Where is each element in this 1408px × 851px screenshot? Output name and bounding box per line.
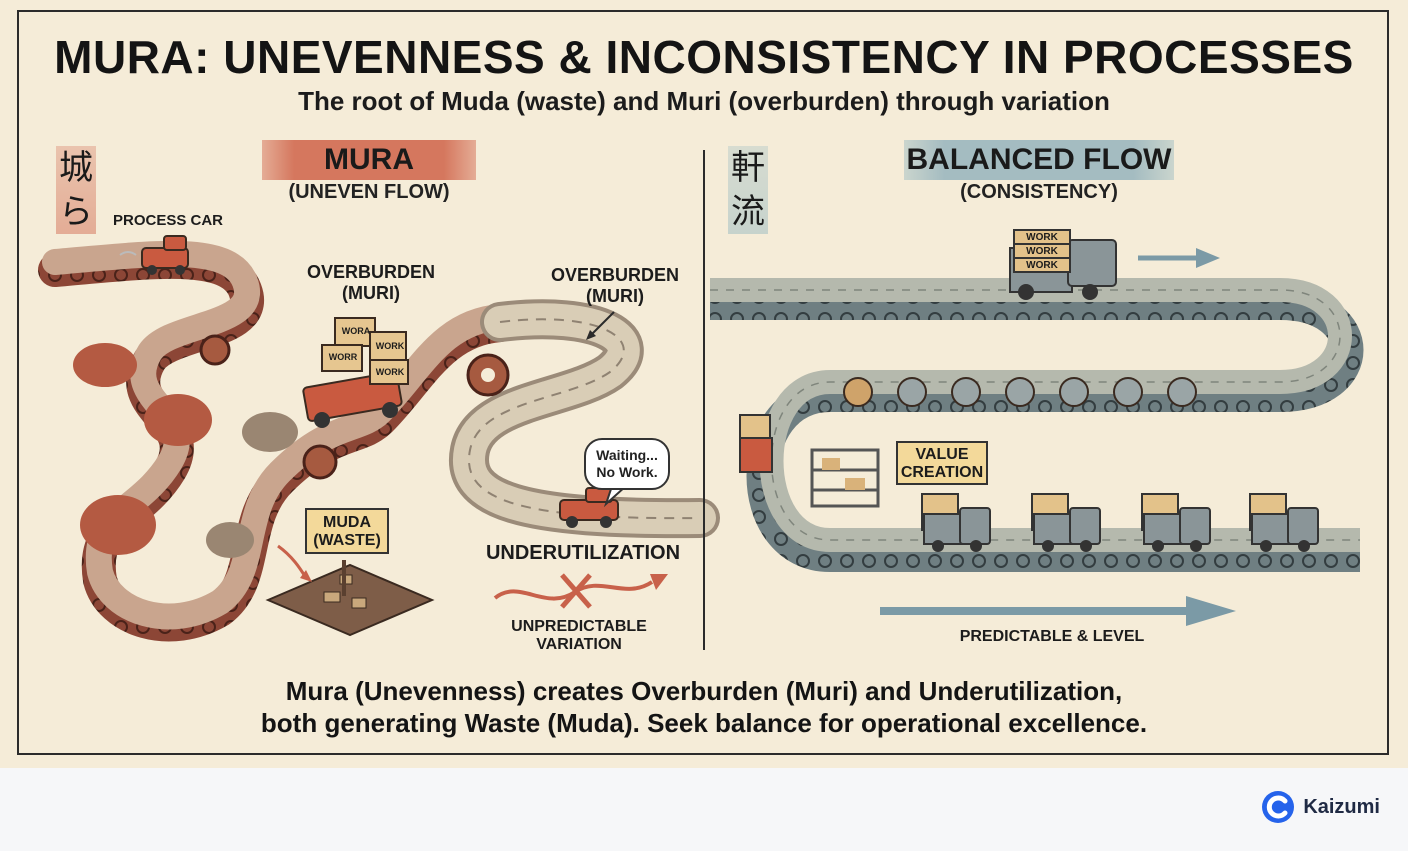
truck-box-label: WORR <box>328 352 358 362</box>
page-title: MURA: UNEVENNESS & INCONSISTENCY IN PROC… <box>54 31 1354 83</box>
truck-box-label: WORK <box>375 367 405 377</box>
kanji-seal-right: 軒 流 <box>728 146 768 234</box>
muda-sign-line: MUDA <box>323 514 371 531</box>
predictable-level-label: PREDICTABLE & LEVEL <box>959 628 1145 645</box>
side-truck-icon <box>739 414 773 473</box>
mura-banner: MURA <box>262 140 476 180</box>
value-sign-line: CREATION <box>900 463 984 481</box>
illustration <box>38 229 1364 642</box>
overburden-label-line: OVERBURDEN <box>550 265 679 285</box>
bubble-line: Waiting... <box>596 447 658 464</box>
value-sign-line: VALUE <box>915 446 969 463</box>
uneven-conveyor <box>38 240 720 642</box>
overloaded-truck-icon <box>302 317 409 428</box>
kanji-char: 流 <box>731 192 765 232</box>
balanced-conveyor <box>710 248 1364 626</box>
muda-sign-line: (WASTE) <box>313 531 381 549</box>
caption-line: Mura (Unevenness) creates Overburden (Mu… <box>285 676 1123 706</box>
variation-label-line: VARIATION <box>536 636 622 654</box>
small-car-icon <box>559 487 619 528</box>
bubble-line: No Work. <box>596 464 658 480</box>
kaizumi-logo-icon <box>1262 791 1295 823</box>
center-divider <box>703 150 705 650</box>
kanji-char: 城 <box>59 148 93 188</box>
poster: MURA: UNEVENNESS & INCONSISTENCY IN PROC… <box>0 0 1408 768</box>
process-car-icon <box>119 235 189 275</box>
kanji-seal-left: 城 ら <box>56 146 96 234</box>
mura-banner-sub: (UNEVEN FLOW) <box>288 181 450 203</box>
truck-box-label: WORK <box>1026 260 1058 271</box>
work-truck-icon <box>1009 229 1117 300</box>
page-subtitle: The root of Muda (waste) and Muri (overb… <box>298 86 1110 116</box>
balanced-flow-banner-sub: (CONSISTENCY) <box>960 181 1118 203</box>
kanji-char: 軒 <box>731 148 765 188</box>
footer-caption: Mura (Unevenness) creates Overburden (Mu… <box>0 676 1408 739</box>
balanced-flow-banner: BALANCED FLOW <box>904 140 1174 180</box>
underutilization-label: UNDERUTILIZATION <box>485 542 681 564</box>
footer-bar <box>0 768 1408 851</box>
overburden-label-line: (MURI) <box>586 285 644 306</box>
truck-box-label: WORK <box>1026 232 1058 243</box>
variation-label-line: UNPREDICTABLE <box>511 618 647 635</box>
overburden-label-line: (MURI) <box>342 282 400 303</box>
process-car-label: PROCESS CAR <box>112 212 224 229</box>
truck-box-label: WORK <box>375 341 405 351</box>
value-creation-sign: VALUE CREATION <box>896 441 988 485</box>
brand-logo[interactable]: Kaizumi <box>1261 790 1380 824</box>
variation-label: UNPREDICTABLE VARIATION <box>500 618 658 655</box>
waiting-speech-bubble: Waiting... No Work. <box>584 438 670 490</box>
truck-box-label: WORA <box>341 326 371 336</box>
truck-box-label: WORK <box>1026 246 1058 257</box>
conveyor-truck-row <box>921 493 1319 552</box>
overburden-label-line: OVERBURDEN <box>306 262 435 282</box>
brand-name: Kaizumi <box>1303 795 1380 818</box>
kanji-char: ら <box>59 192 93 232</box>
caption-line: both generating Waste (Muda). Seek balan… <box>260 707 1148 738</box>
overburden-label-2: OVERBURDEN (MURI) <box>548 265 682 306</box>
muda-sign: MUDA (WASTE) <box>305 508 389 554</box>
poster-frame <box>17 10 1389 755</box>
overburden-label-1: OVERBURDEN (MURI) <box>306 262 436 303</box>
